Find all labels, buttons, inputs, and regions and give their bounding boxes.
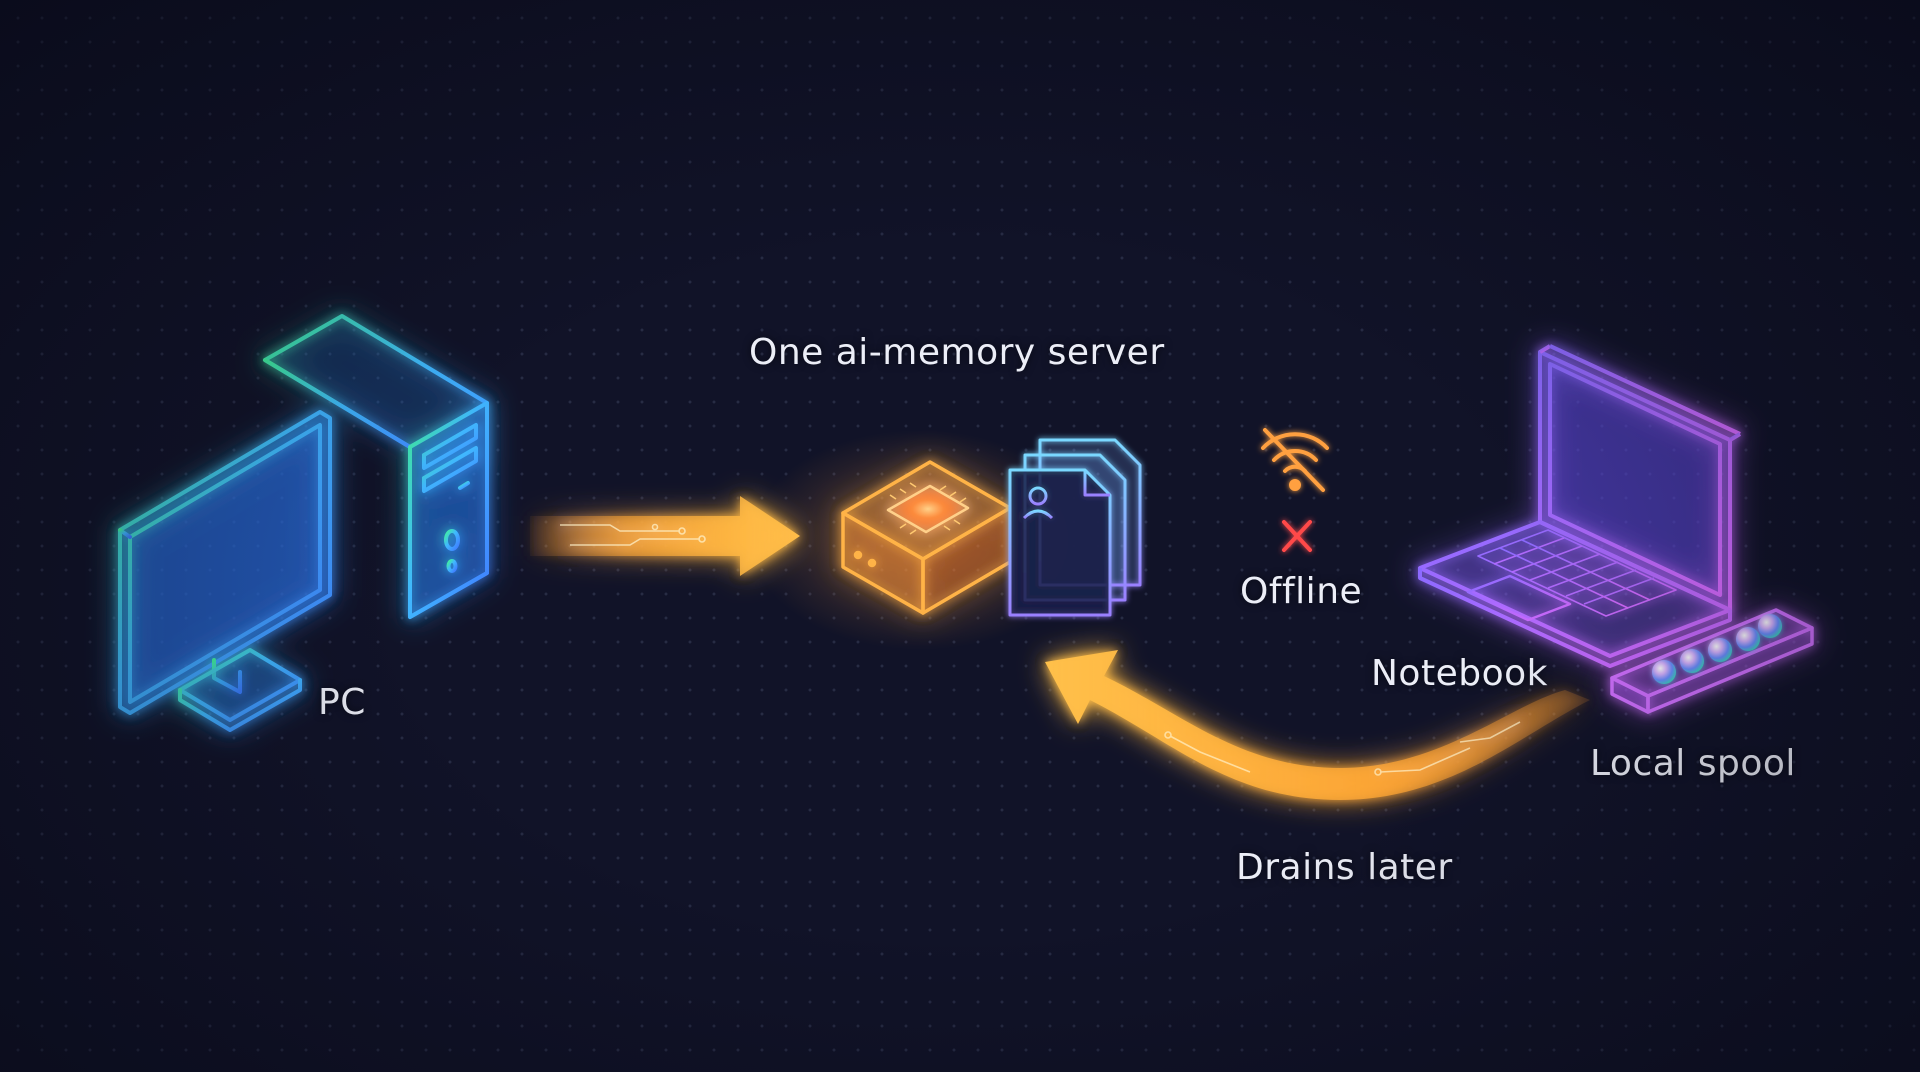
server-title: One ai-memory server bbox=[749, 332, 1165, 373]
desktop-computer-icon bbox=[118, 314, 489, 732]
spool-tray-icon bbox=[1610, 608, 1814, 714]
server-chip-icon bbox=[841, 460, 1012, 615]
laptop-icon bbox=[1418, 344, 1742, 668]
wifi-off-icon bbox=[1261, 428, 1329, 492]
documents-icon bbox=[1008, 438, 1142, 617]
pc-label: PC bbox=[318, 682, 366, 723]
notebook-label: Notebook bbox=[1371, 653, 1548, 694]
offline-label: Offline bbox=[1240, 571, 1363, 612]
curved-arrow-icon bbox=[1045, 650, 1590, 800]
drains-later-label: Drains later bbox=[1236, 847, 1453, 888]
arrow-right-icon bbox=[530, 496, 800, 576]
local-spool-label: Local spool bbox=[1590, 743, 1796, 784]
offline-x-icon bbox=[1282, 520, 1312, 552]
